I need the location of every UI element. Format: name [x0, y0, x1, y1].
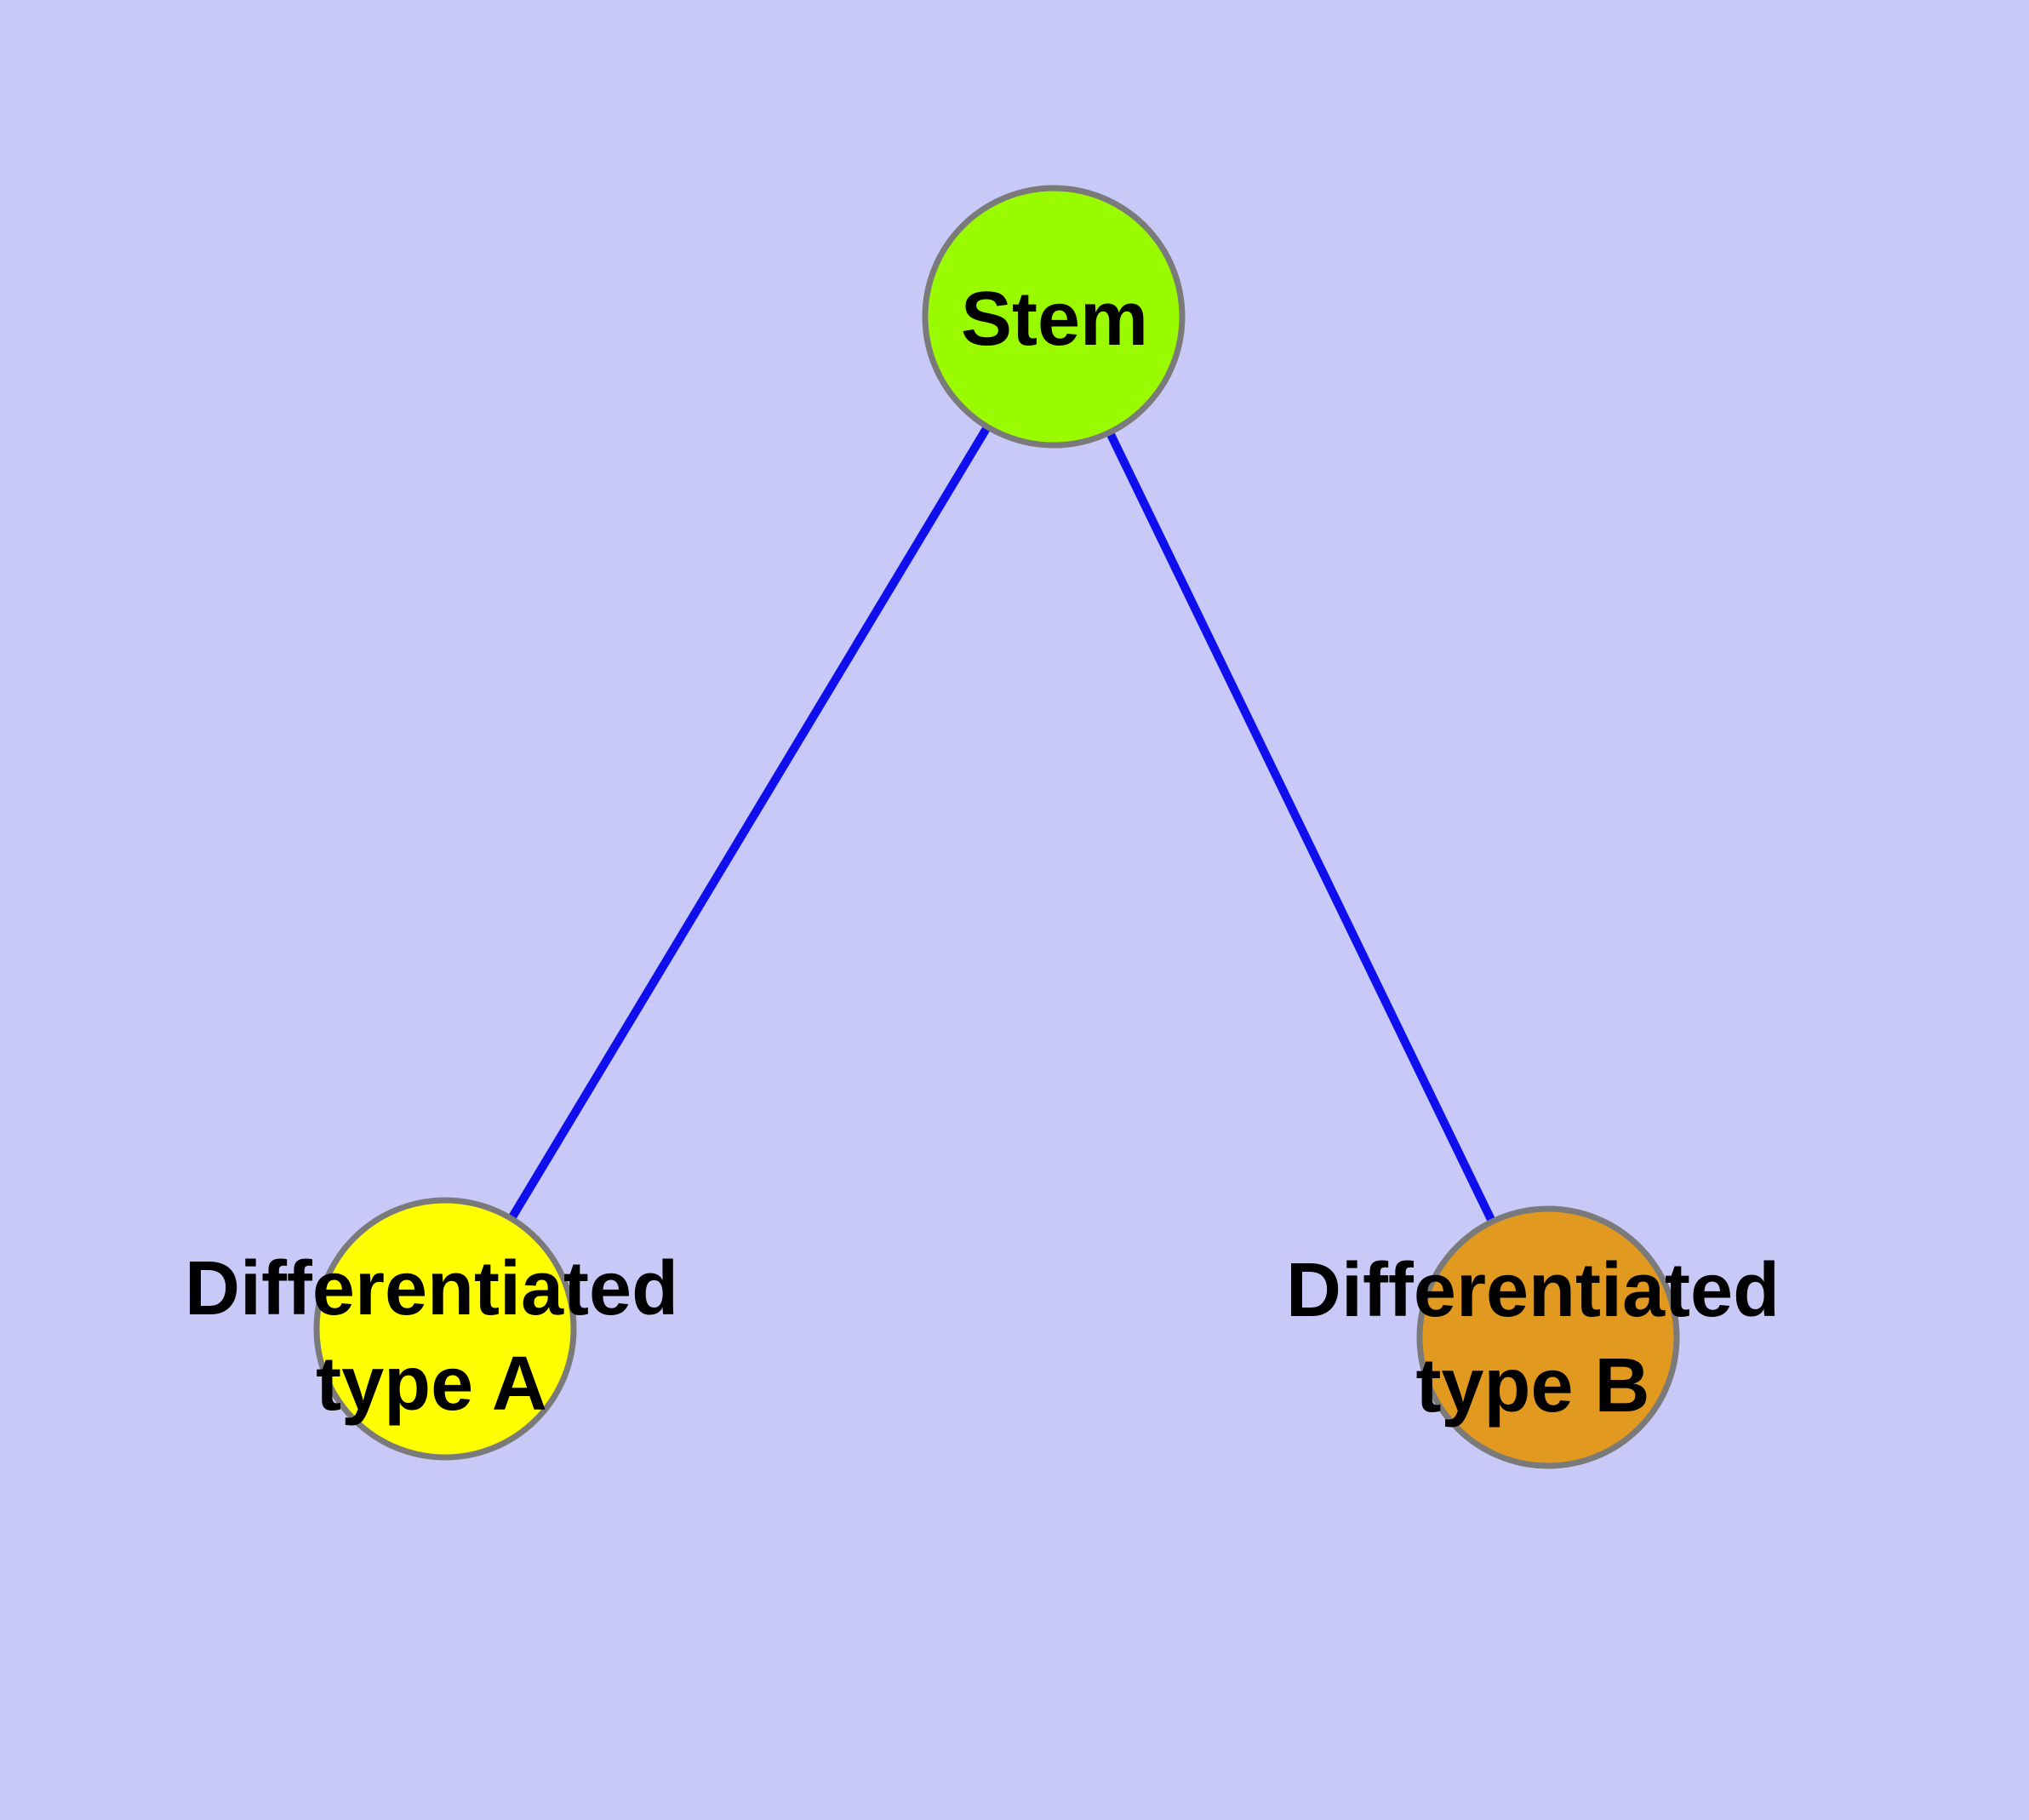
node-differentiated-type-a-label-line1: Differentiated: [184, 1246, 679, 1331]
node-stem-label: Stem: [961, 272, 1148, 367]
edge-stem-to-type-b: [1049, 314, 1552, 1340]
edge-stem-to-type-a: [441, 314, 1058, 1331]
node-differentiated-type-a-label-line2: type A: [316, 1342, 547, 1427]
node-differentiated-type-b-label: Differentiated type B: [1286, 1243, 1780, 1434]
node-differentiated-type-b: [1416, 1205, 1680, 1469]
node-stem-label-text: Stem: [960, 277, 1149, 362]
node-differentiated-type-b-label-line2: type B: [1415, 1343, 1650, 1428]
node-differentiated-type-a-label: Differentiated type A: [185, 1241, 678, 1432]
node-differentiated-type-b-label-line1: Differentiated: [1285, 1248, 1780, 1333]
node-differentiated-type-a: [313, 1197, 577, 1461]
node-stem: [922, 185, 1186, 449]
